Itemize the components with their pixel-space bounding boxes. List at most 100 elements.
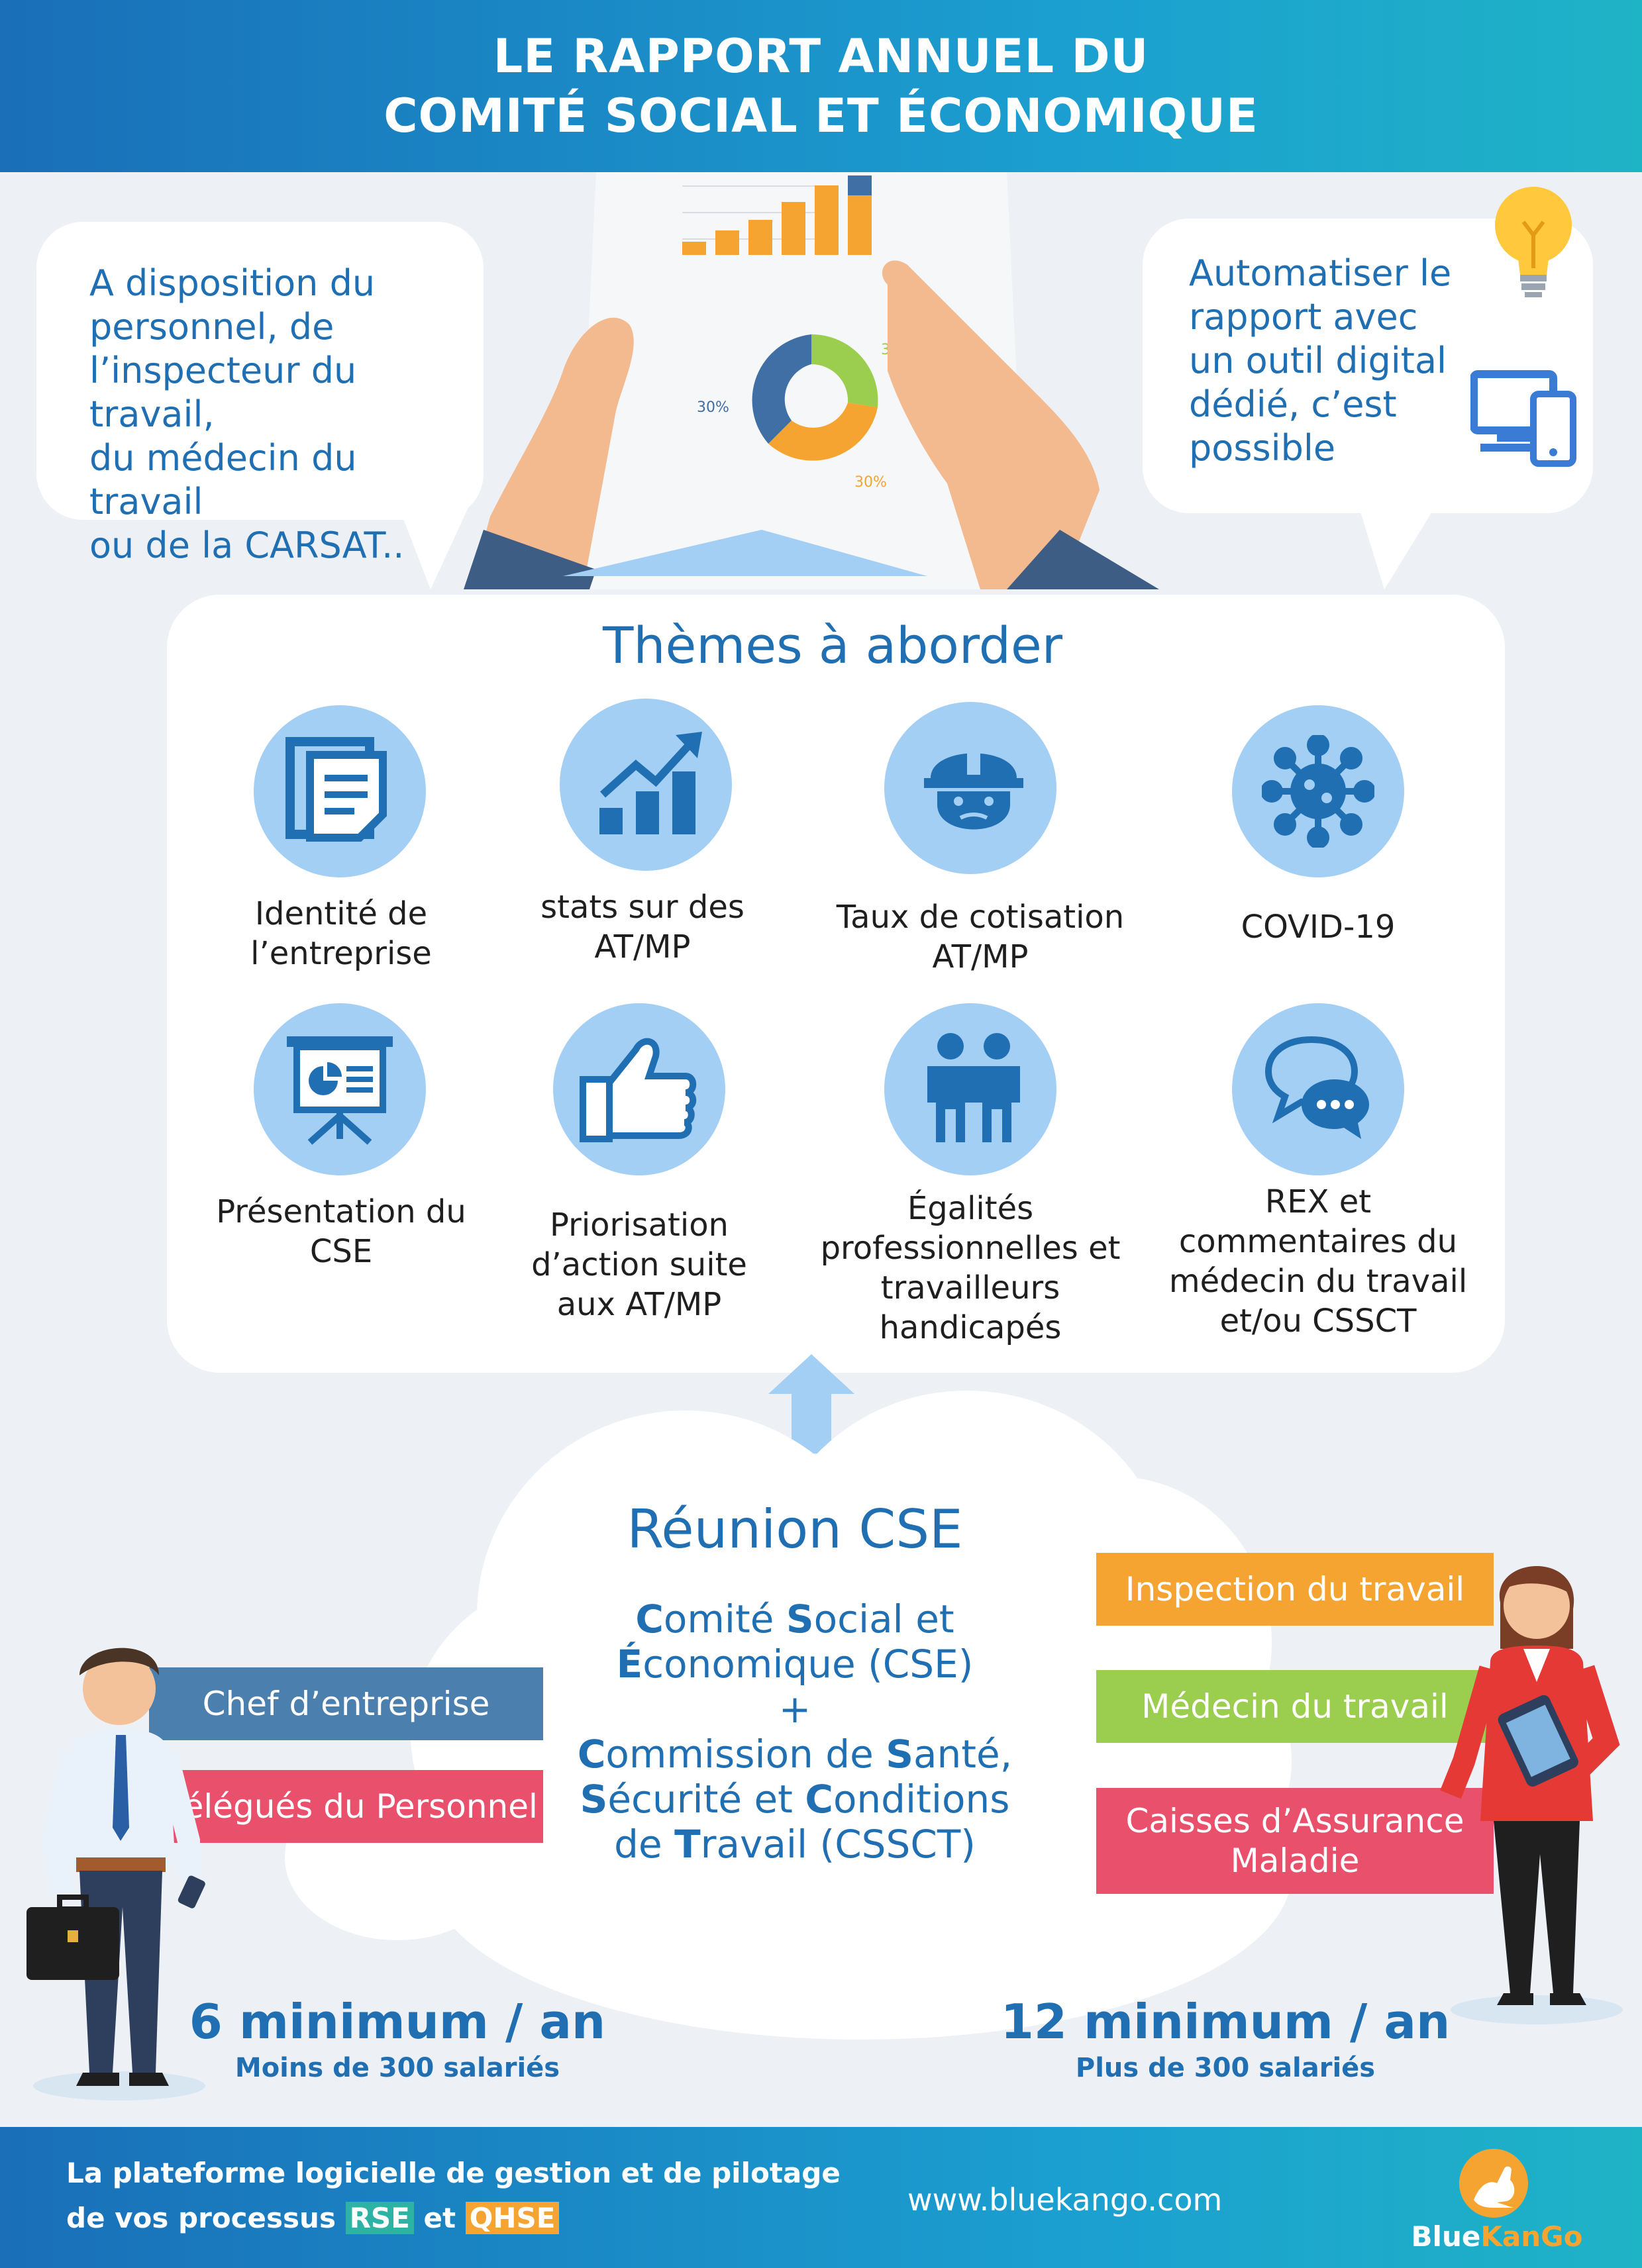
title-line-1: LE RAPPORT ANNUEL DU bbox=[493, 29, 1149, 83]
bubble-left-line: personnel, de bbox=[89, 306, 334, 348]
theme-label-line: médecin du travail bbox=[1168, 1263, 1468, 1300]
reunion-text: anté, bbox=[913, 1732, 1013, 1777]
businessman-illustration bbox=[26, 1648, 205, 2100]
theme-label-line: professionnelles et bbox=[820, 1230, 1121, 1267]
tag-caisses-assurance-maladie: Caisses d’Assurance Maladie bbox=[1096, 1788, 1494, 1894]
left-count: 6 minimum / an bbox=[189, 1994, 606, 2049]
virus-icon bbox=[1262, 735, 1374, 848]
devices-icon bbox=[1470, 370, 1576, 467]
theme-label-line: AT/MP bbox=[932, 938, 1029, 975]
reunion-line-3: Commission de Santé, bbox=[517, 1731, 1073, 1777]
theme-icon-circle bbox=[560, 699, 732, 871]
reunion-text: écurité et bbox=[607, 1777, 805, 1822]
footer-banner: La plateforme logicielle de gestion et d… bbox=[0, 2127, 1642, 2268]
theme-label-line: REX et bbox=[1264, 1183, 1372, 1220]
theme-label-line: Identité de bbox=[254, 895, 428, 932]
rse-highlight: RSE bbox=[345, 2202, 414, 2234]
bluekango-logo-text: BlueKanGo bbox=[1404, 2220, 1590, 2254]
tag-chef-entreprise: Chef d’entreprise bbox=[149, 1667, 543, 1740]
tag-delegues-personnel: Délégués du Personnel bbox=[152, 1770, 543, 1843]
right-count-subtitle: Plus de 300 salariés bbox=[1075, 2053, 1376, 2083]
reunion-line-5: de Travail (CSSCT) bbox=[517, 1821, 1073, 1867]
reunion-initial: C bbox=[577, 1732, 606, 1777]
reunion-text: ravail (CSSCT) bbox=[700, 1822, 976, 1867]
reunion-line-2: Économique (CSE) bbox=[517, 1641, 1073, 1687]
reunion-plus: + bbox=[778, 1687, 811, 1732]
website-link[interactable]: www.bluekango.com bbox=[907, 2182, 1223, 2218]
theme-label-line: l’entreprise bbox=[250, 935, 432, 972]
bubble-right-tail bbox=[1358, 503, 1437, 589]
theme-label-line: Présentation du bbox=[216, 1193, 466, 1230]
theme-label-line: COVID-19 bbox=[1241, 909, 1396, 946]
theme-label-line: Taux de cotisation bbox=[836, 899, 1125, 936]
qhse-highlight: QHSE bbox=[465, 2202, 560, 2234]
worker-helmet-icon bbox=[924, 745, 1023, 830]
footer-tagline-line-1: La plateforme logicielle de gestion et d… bbox=[66, 2157, 841, 2189]
lightbulb-icon bbox=[1495, 187, 1572, 297]
reunion-initial: T bbox=[674, 1822, 701, 1867]
header-banner: LE RAPPORT ANNUEL DU COMITÉ SOCIAL ET ÉC… bbox=[0, 0, 1642, 172]
theme-label-identite: Identité de l’entreprise bbox=[189, 894, 493, 973]
bubble-left-line: l’inspecteur du travail, bbox=[89, 350, 357, 435]
reunion-initial: C bbox=[635, 1597, 664, 1642]
themes-title: Thèmes à aborder bbox=[602, 616, 1063, 675]
reunion-text: ocial et bbox=[813, 1597, 954, 1642]
presentation-board-icon bbox=[287, 1036, 393, 1145]
bubble-left-line: A disposition du bbox=[89, 262, 376, 304]
reunion-initial: É bbox=[616, 1642, 643, 1687]
tag-line: Caisses d’Assurance bbox=[1125, 1802, 1464, 1840]
theme-label-rex: REX et commentaires du médecin du travai… bbox=[1166, 1182, 1470, 1341]
bubble-left-line: ou de la CARSAT.. bbox=[89, 524, 405, 566]
thumbs-up-icon bbox=[580, 1038, 697, 1142]
theme-label-taux: Taux de cotisation AT/MP bbox=[828, 897, 1133, 977]
theme-label-egalites: Égalités professionnelles et travailleur… bbox=[818, 1189, 1123, 1348]
footer-text: et bbox=[413, 2202, 466, 2234]
footer-text: de vos processus bbox=[66, 2202, 346, 2234]
people-icon bbox=[927, 1033, 1020, 1142]
theme-label-line: CSE bbox=[309, 1233, 373, 1270]
theme-label-stats: stats sur des AT/MP bbox=[490, 887, 795, 967]
theme-label-presentation: Présentation du CSE bbox=[189, 1192, 493, 1271]
left-count-subtitle: Moins de 300 salariés bbox=[234, 2053, 560, 2083]
theme-label-line: aux AT/MP bbox=[556, 1286, 722, 1323]
theme-label-line: commentaires du bbox=[1178, 1223, 1458, 1260]
chat-bubbles-icon bbox=[1264, 1036, 1369, 1139]
theme-label-priorisation: Priorisation d’action suite aux AT/MP bbox=[487, 1205, 792, 1324]
reunion-text: onditions bbox=[833, 1777, 1010, 1822]
reunion-text: omité bbox=[663, 1597, 786, 1642]
theme-label-line: Priorisation bbox=[550, 1207, 729, 1244]
bubble-left-line: du médecin du travail bbox=[89, 437, 357, 522]
document-icon bbox=[285, 737, 387, 842]
title-line-2: COMITÉ SOCIAL ET ÉCONOMIQUE bbox=[384, 89, 1258, 143]
bubble-right-line: un outil digital bbox=[1189, 340, 1447, 381]
growth-chart-icon bbox=[599, 732, 702, 834]
pie-label-blue: 30% bbox=[697, 399, 729, 416]
bubble-right-line: dédié, c’est bbox=[1189, 383, 1397, 425]
theme-label-line: Égalités bbox=[907, 1190, 1034, 1227]
bubble-right-line: possible bbox=[1189, 427, 1336, 469]
kangaroo-logo-icon bbox=[1459, 2149, 1528, 2218]
reunion-line-1: Comité Social et bbox=[517, 1596, 1073, 1642]
pie-label-orange: 30% bbox=[854, 474, 887, 491]
reunion-line-4: Sécurité et Conditions bbox=[517, 1776, 1073, 1822]
theme-label-line: handicapés bbox=[879, 1309, 1062, 1346]
reunion-initial: S bbox=[886, 1732, 913, 1777]
tag-line: Maladie bbox=[1230, 1842, 1360, 1880]
paper-bar-chart bbox=[682, 175, 872, 255]
businesswoman-illustration bbox=[1440, 1566, 1623, 2024]
up-arrow-icon bbox=[768, 1354, 854, 1454]
reunion-initial: S bbox=[786, 1597, 814, 1642]
theme-label-line: stats sur des bbox=[540, 889, 744, 926]
footer-tagline-line-2: de vos processus RSE et QHSE bbox=[66, 2196, 861, 2241]
bubble-right-line: rapport avec bbox=[1189, 296, 1418, 338]
reunion-text: conomique (CSE) bbox=[642, 1642, 974, 1687]
paper-donut-chart bbox=[752, 334, 878, 461]
reunion-text: de bbox=[614, 1822, 675, 1867]
theme-label-line: AT/MP bbox=[594, 928, 691, 965]
reunion-text: ommission de bbox=[605, 1732, 886, 1777]
logo-text-part: Blue bbox=[1411, 2220, 1481, 2253]
reunion-title: Réunion CSE bbox=[627, 1499, 963, 1560]
reunion-initial: S bbox=[580, 1777, 608, 1822]
tag-medecin-travail: Médecin du travail bbox=[1096, 1670, 1494, 1743]
reunion-initial: C bbox=[805, 1777, 833, 1822]
